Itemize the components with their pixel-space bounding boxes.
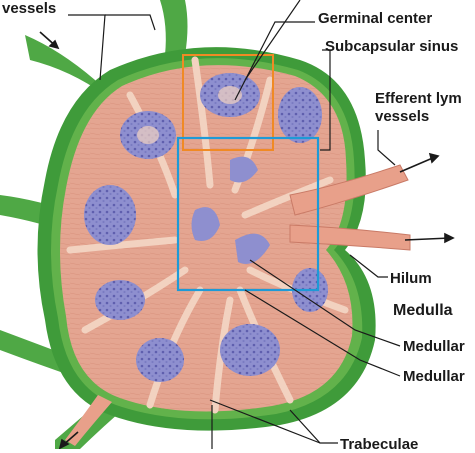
inset-box-blue [176, 136, 320, 292]
subcapsular-sinus-label: Subcapsular sinus [325, 38, 459, 55]
leader-lines [68, 0, 401, 449]
flow-arrows [39, 31, 455, 449]
medullary-label-2: Medullar [403, 368, 465, 385]
trabeculae-label: Trabeculae [340, 436, 419, 453]
medulla-label: Medulla [393, 302, 453, 319]
follicles [84, 73, 328, 382]
germinal-center-label: Germinal center [318, 10, 433, 27]
efferent-label-line2: vessels [375, 108, 430, 125]
hilum-label: Hilum [390, 270, 432, 287]
medullary-label-1: Medullar [403, 338, 465, 355]
vessels-left-label: vessels [2, 0, 57, 17]
efferent-label-line1: Efferent lym [375, 90, 462, 107]
inset-box-orange [182, 54, 274, 151]
